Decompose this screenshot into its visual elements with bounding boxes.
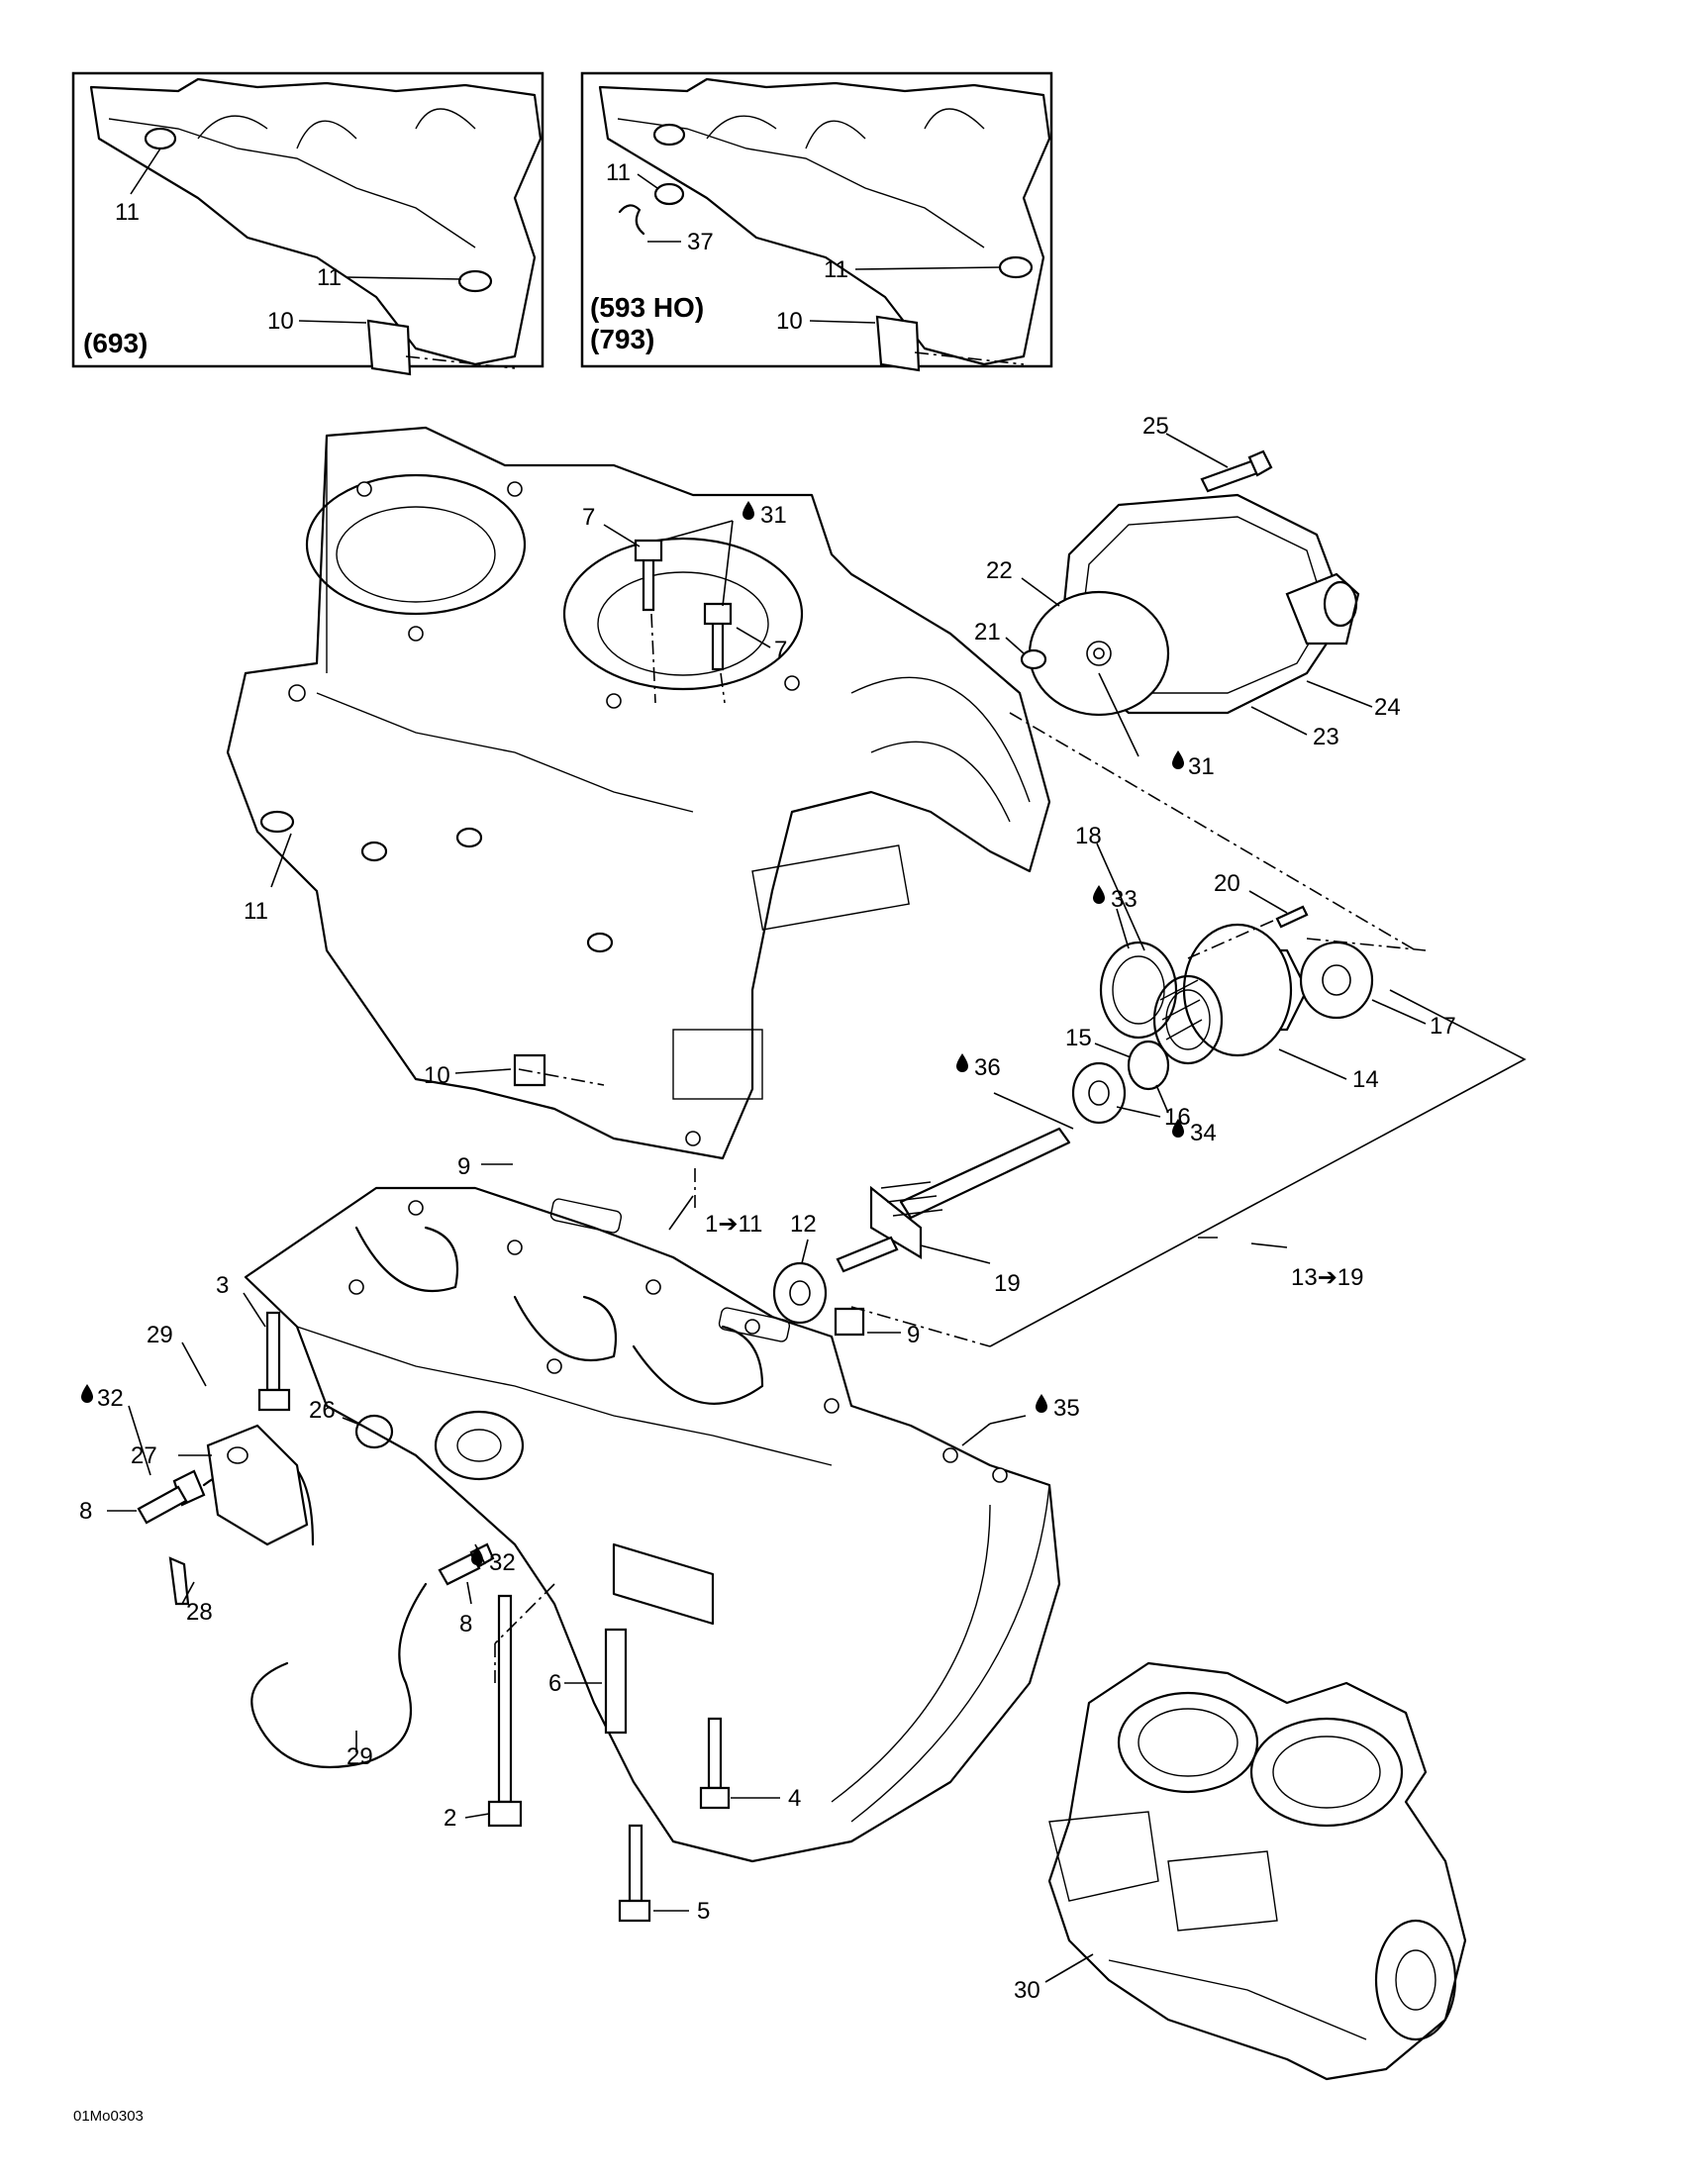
inset-label-693: (693) [83,328,148,358]
lower-crankcase [244,1186,1061,1863]
callout-23: 23 [1313,724,1339,750]
callout-28: 28 [186,1599,213,1626]
callout-19: 19 [994,1270,1021,1297]
callouts: 7 7 31 11 10 9 9 1➔11 12 19 13➔19 36 16 … [79,501,1456,1925]
callout-26: 26 [309,1397,336,1424]
callout-7: 7 [582,504,595,531]
callout-6: 6 [548,1670,561,1697]
inset-693: (693) 11 11 10 [71,71,544,376]
callout-25: 25 [1142,413,1169,440]
callout-7: 7 [774,637,787,663]
callout-5: 5 [697,1898,710,1925]
callout-12: 12 [790,1211,817,1238]
inset-593ho-793: (593 HO) (793) 11 37 11 10 [580,71,1053,372]
callout-27: 27 [131,1442,157,1469]
callout-11: 11 [244,898,268,925]
callout-9: 9 [457,1153,470,1180]
callout-10: 10 [776,308,803,335]
engine-assembly: 30 [1014,1661,1467,2081]
callout-4: 4 [788,1785,801,1812]
upper-crankcase [226,426,1051,1160]
callout-31: 31 [760,502,787,529]
callout-36: 36 [974,1054,1001,1081]
callout-11: 11 [824,256,848,283]
callout-33: 33 [1111,886,1138,913]
callout-29: 29 [147,1322,173,1348]
drawing-code: 01Mo0303 [73,2108,144,2125]
inset-label-593ho: (593 HO) [590,292,704,323]
assembly-lines [494,613,1527,1683]
callout-22: 22 [986,557,1013,584]
callout-34: 34 [1190,1120,1217,1146]
callout-35: 35 [1053,1395,1080,1422]
callout-1-11: 1➔11 [705,1211,762,1238]
callout-31: 31 [1188,753,1215,780]
callout-11: 11 [115,199,140,226]
callout-3: 3 [216,1272,229,1299]
callout-15: 15 [1065,1025,1092,1051]
callout-11: 11 [606,159,631,186]
callout-37: 37 [687,229,714,255]
callout-32: 32 [489,1549,516,1576]
callout-21: 21 [974,619,1001,645]
callout-13-19: 13➔19 [1291,1264,1364,1291]
shaft-housing-group [772,905,1374,1325]
callout-10: 10 [267,308,294,335]
callout-24: 24 [1374,694,1401,721]
callout-9: 9 [907,1322,920,1348]
callout-29: 29 [346,1743,373,1770]
callout-20: 20 [1214,870,1240,897]
fasteners [137,539,865,1923]
callout-32: 32 [97,1385,124,1412]
callout-30: 30 [1014,1977,1040,2004]
callout-11: 11 [317,264,342,291]
callout-2: 2 [444,1805,456,1832]
water-pump-group: 25 22 21 24 23 31 [974,413,1401,780]
callout-18: 18 [1075,823,1102,849]
inset-label-793: (793) [590,324,654,354]
callout-8: 8 [459,1611,472,1638]
callout-14: 14 [1352,1066,1379,1093]
callout-8: 8 [79,1498,92,1525]
callout-10: 10 [424,1062,450,1089]
callout-17: 17 [1430,1013,1456,1040]
